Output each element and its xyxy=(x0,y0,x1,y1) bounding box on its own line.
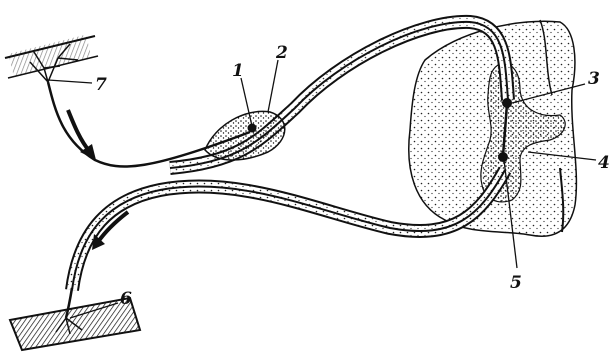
leader-line-2 xyxy=(268,60,278,112)
spinal-cord-section xyxy=(409,20,577,236)
label-2: 2 xyxy=(275,43,288,63)
label-4: 4 xyxy=(598,153,610,173)
label-6: 6 xyxy=(120,289,132,309)
leader-line-7 xyxy=(48,80,92,83)
label-1: 1 xyxy=(232,61,244,81)
spinal-ganglion xyxy=(205,111,285,160)
label-3: 3 xyxy=(588,69,600,89)
label-7: 7 xyxy=(95,75,107,95)
sensory-direction-arrow xyxy=(68,110,96,160)
skin-receptor xyxy=(5,35,98,82)
label-5: 5 xyxy=(510,273,522,293)
